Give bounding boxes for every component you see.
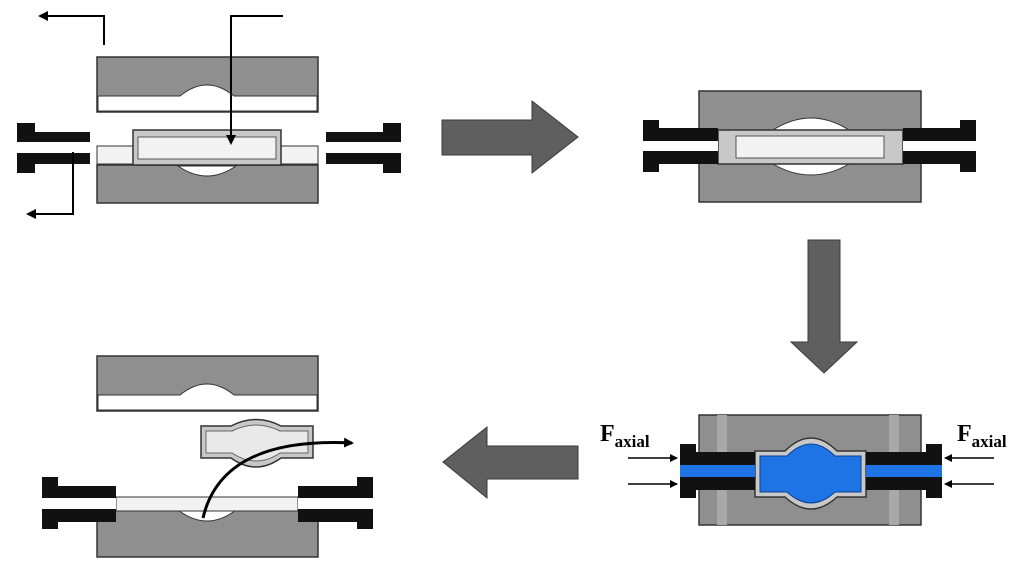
tube-in-die: [717, 117, 904, 176]
left-punch: [680, 444, 755, 498]
lower-die: [96, 164, 319, 204]
part-removal-arrow: [201, 437, 354, 519]
right-punch: [298, 477, 373, 529]
axial-force-label-left: Faxial: [600, 421, 650, 451]
step-closing: [643, 90, 976, 203]
force-subscript: axial: [972, 432, 1007, 451]
right-punch: [903, 120, 976, 172]
punch-retract-arrow: [26, 152, 74, 219]
upper-die: [96, 56, 319, 113]
force-subscript: axial: [615, 432, 650, 451]
tube-blank: [96, 129, 319, 166]
lower-die: [96, 508, 319, 558]
right-punch: [326, 123, 401, 173]
step-forming: Faxial Faxial: [600, 414, 1007, 526]
left-punch: [643, 120, 718, 172]
process-arrow-left: [442, 425, 579, 500]
left-punch: [42, 477, 116, 529]
right-punch: [866, 444, 942, 498]
force-symbol: F: [600, 421, 615, 447]
left-punch: [17, 123, 90, 173]
process-arrow-down: [789, 239, 859, 374]
die-lift-arrow: [38, 11, 105, 45]
step-loading: [17, 11, 401, 219]
process-arrow-right: [441, 99, 579, 175]
expanded-tube: [754, 437, 867, 510]
force-symbol: F: [957, 421, 972, 447]
formed-part: [200, 418, 314, 468]
axial-force-label-right: Faxial: [957, 421, 1007, 451]
upper-die: [96, 355, 319, 412]
tube-insert-arrow: [226, 15, 283, 145]
step-ejection: [42, 355, 373, 558]
